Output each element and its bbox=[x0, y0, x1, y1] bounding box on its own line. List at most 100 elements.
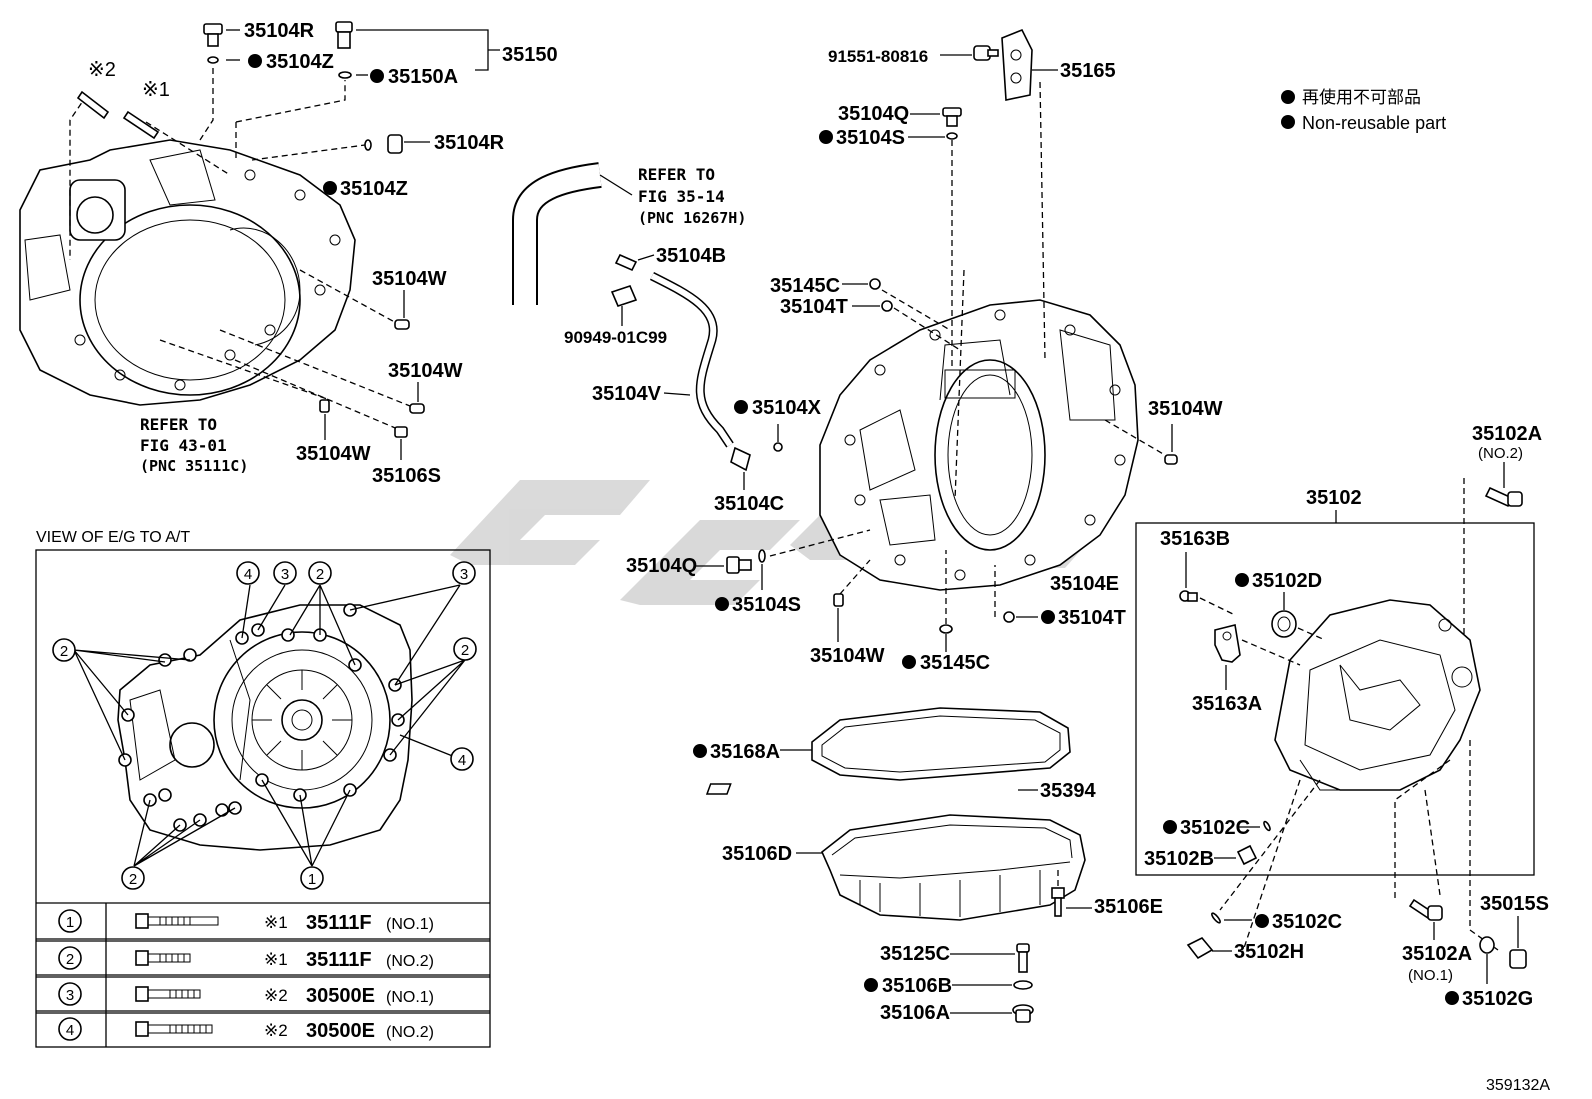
bolt-35104R-top bbox=[203, 23, 223, 47]
gasket-35104T-bottom bbox=[1003, 611, 1015, 623]
label-35102A-top: 35102A bbox=[1472, 423, 1542, 445]
label-35104Q-bottom: 35104Q bbox=[626, 555, 697, 577]
leaders-left-housing bbox=[69, 68, 421, 431]
label-35102A-bottom: 35102A bbox=[1402, 943, 1472, 965]
label-35150A: 35150A bbox=[388, 66, 458, 88]
nonreusable-dot bbox=[1041, 610, 1055, 624]
bearing-35102D bbox=[1271, 610, 1297, 638]
label-35106B: 35106B bbox=[882, 975, 952, 997]
svg-text:※2: ※2 bbox=[264, 1021, 288, 1040]
svg-text:(PNC 16267H): (PNC 16267H) bbox=[638, 209, 746, 227]
svg-text:※2: ※2 bbox=[264, 986, 288, 1005]
plug-35015S bbox=[1509, 949, 1527, 969]
gasket-35104Z-mid bbox=[364, 139, 372, 151]
callout-circles: 2 4 3 2 3 2 4 2 1 bbox=[52, 561, 477, 890]
gasket-35104S-bottom bbox=[758, 549, 766, 563]
label-35165: 35165 bbox=[1060, 60, 1116, 82]
label-35102D: 35102D bbox=[1252, 570, 1322, 592]
callout-2: 2 bbox=[461, 642, 469, 659]
svg-text:(PNC 35111C): (PNC 35111C) bbox=[140, 457, 248, 475]
label-35104B: 35104B bbox=[656, 245, 726, 267]
callout-4: 4 bbox=[244, 566, 252, 583]
callout-2: 2 bbox=[316, 566, 324, 583]
label-35145C-top: 35145C bbox=[770, 275, 840, 297]
legend-jp: 再使用不可部品 bbox=[1302, 87, 1421, 107]
bolt-35102A-bottom bbox=[1408, 898, 1443, 921]
label-35102C-a: 35102C bbox=[1180, 817, 1250, 839]
callout-1: 1 bbox=[308, 871, 316, 888]
reference-fig-35-14: REFER TO FIG 35-14 (PNC 16267H) bbox=[638, 165, 746, 227]
label-35104T-top: 35104T bbox=[780, 296, 848, 318]
case-cover-drawing bbox=[1274, 599, 1481, 791]
label-35168A: 35168A bbox=[710, 741, 780, 763]
nonreusable-dot bbox=[248, 54, 262, 68]
label-35015S: 35015S bbox=[1480, 893, 1549, 915]
label-90949-01C99: 90949-01C99 bbox=[564, 328, 667, 347]
label-35102A-top-no: (NO.2) bbox=[1478, 445, 1523, 462]
bolt-table-row: 1 ※1 35111F (NO.1) bbox=[58, 909, 434, 934]
label-35104R-top: 35104R bbox=[244, 20, 315, 42]
svg-text:※1: ※1 bbox=[264, 913, 288, 932]
bolt-35104R-mid bbox=[387, 134, 403, 154]
label-35145C-bottom: 35145C bbox=[920, 652, 990, 674]
label-35104W-a: 35104W bbox=[372, 268, 447, 290]
bolt-mark2 bbox=[76, 90, 110, 120]
label-35104T-bottom: 35104T bbox=[1058, 607, 1126, 629]
bolt-holes bbox=[118, 603, 405, 832]
label-35104W-b: 35104W bbox=[388, 360, 463, 382]
label-91551-80816: 91551-80816 bbox=[828, 47, 928, 66]
bracket-35150 bbox=[356, 29, 500, 71]
svg-text:FIG 35-14: FIG 35-14 bbox=[638, 187, 725, 206]
plug-35102B bbox=[1236, 844, 1258, 866]
svg-text:30500E: 30500E bbox=[306, 1020, 375, 1042]
callout-3: 3 bbox=[281, 566, 289, 583]
svg-text:30500E: 30500E bbox=[306, 985, 375, 1007]
bolt-table-row: 2 ※1 35111F (NO.2) bbox=[58, 946, 434, 971]
label-35102C-b: 35102C bbox=[1272, 911, 1342, 933]
bolt-35163B bbox=[1179, 590, 1198, 602]
nonreusable-dot bbox=[693, 744, 707, 758]
reference-fig-43-01: REFER TO FIG 43-01 (PNC 35111C) bbox=[140, 415, 248, 475]
label-35104W-c: 35104W bbox=[296, 443, 371, 465]
view-box bbox=[35, 549, 491, 1048]
gasket-35104T-top bbox=[881, 300, 893, 312]
svg-text:REFER TO: REFER TO bbox=[140, 415, 217, 434]
label-35104X: 35104X bbox=[752, 397, 822, 419]
label-35104C: 35104C bbox=[714, 493, 784, 515]
tube-35125C bbox=[1016, 943, 1030, 973]
nonreusable-dot bbox=[819, 130, 833, 144]
gasket-35102G bbox=[1479, 936, 1495, 954]
magnet-35394 bbox=[705, 783, 732, 795]
nonreusable-dot bbox=[1235, 573, 1249, 587]
nonreusable-dot bbox=[715, 597, 729, 611]
pin-35104W-bottom bbox=[833, 593, 844, 607]
label-35163A: 35163A bbox=[1192, 693, 1262, 715]
pin-35104W-right bbox=[1164, 454, 1178, 465]
plug-35102H bbox=[1186, 937, 1214, 960]
label-35104S-bottom: 35104S bbox=[732, 594, 801, 616]
mark2-label: ※2 bbox=[88, 59, 116, 81]
oil-pan-35106D bbox=[821, 814, 1086, 921]
plug-35104Q-bottom bbox=[726, 556, 752, 574]
svg-text:(NO.2): (NO.2) bbox=[386, 953, 434, 970]
callout-2: 2 bbox=[60, 643, 68, 660]
bolt-35102A-top bbox=[1484, 486, 1523, 508]
callout-lines bbox=[73, 584, 466, 867]
label-35102G: 35102G bbox=[1462, 988, 1533, 1010]
label-35106A: 35106A bbox=[880, 1002, 950, 1024]
gasket-35150A bbox=[338, 71, 352, 79]
label-35106D: 35106D bbox=[722, 843, 792, 865]
bolt-table-row: 3 ※2 30500E (NO.1) bbox=[58, 982, 434, 1007]
svg-text:2: 2 bbox=[66, 951, 74, 968]
label-35106E: 35106E bbox=[1094, 896, 1163, 918]
nonreusable-dot bbox=[1255, 914, 1269, 928]
nonreusable-dot bbox=[1163, 820, 1177, 834]
label-35104Z-mid: 35104Z bbox=[340, 178, 408, 200]
svg-text:4: 4 bbox=[66, 1022, 74, 1039]
nonreusable-dot bbox=[323, 181, 337, 195]
gasket-35104Z-top bbox=[207, 56, 219, 64]
group-box-35102 bbox=[1135, 522, 1535, 876]
svg-text:3: 3 bbox=[66, 987, 74, 1004]
bracket-35165 bbox=[1001, 28, 1033, 101]
